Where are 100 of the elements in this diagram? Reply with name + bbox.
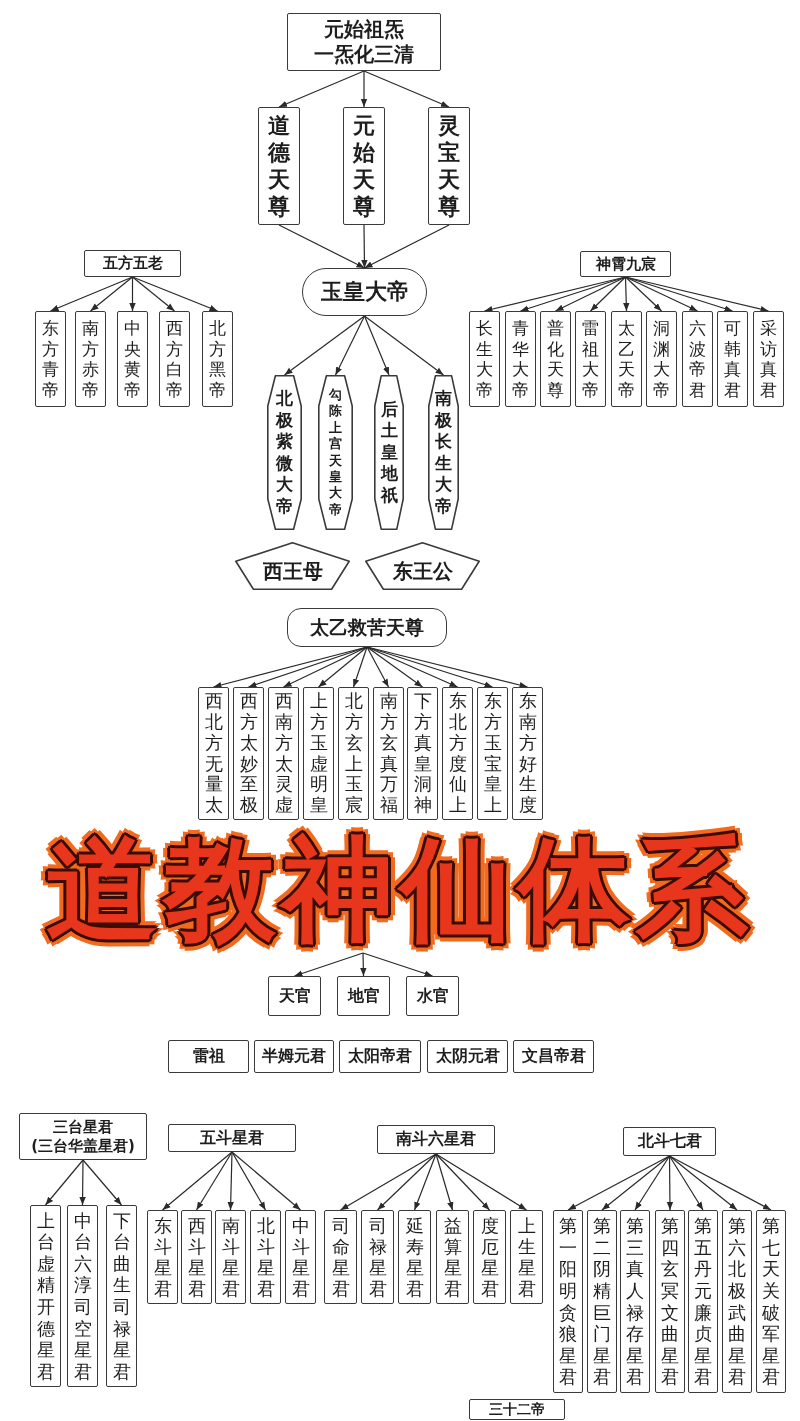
arrow: [49, 276, 134, 312]
vertical-label-box: 第五丹元廉贞星君: [688, 1210, 718, 1393]
arrow: [334, 315, 366, 376]
vertical-label-box: 西方太妙至极: [233, 687, 264, 820]
arrow: [360, 70, 368, 108]
heading-box: [287, 13, 441, 71]
arrow: [376, 1153, 437, 1211]
arrow: [79, 1159, 86, 1206]
label-box: 太阳帝君: [339, 1040, 421, 1073]
vertical-label-box: 北斗星君: [250, 1210, 281, 1304]
vertical-label-box: 中台六淳司空星君: [67, 1205, 98, 1387]
label-box: 水官: [406, 976, 459, 1016]
vertical-label-box: 北方黑帝: [202, 311, 233, 407]
vertical-label-box: 司命星君: [324, 1210, 357, 1304]
label-box: 太阴元君: [427, 1040, 508, 1073]
subheading-text: (三台华盖星君): [31, 1136, 135, 1156]
arrow: [161, 1151, 233, 1211]
arrow: [44, 1159, 84, 1206]
vertical-label-box: 六波帝君: [682, 311, 713, 407]
vertical-label-box: 西斗星君: [181, 1210, 212, 1304]
vertical-label-box: 第二阴精巨门星君: [587, 1210, 617, 1393]
arrow: [227, 1151, 234, 1211]
arrow: [363, 315, 445, 376]
vertical-label-box: 上方玉虚明皇: [303, 687, 334, 820]
vertical-label-box: 第六北极武曲星君: [722, 1210, 752, 1393]
arrow: [623, 276, 630, 312]
arrow: [366, 646, 390, 688]
group-heading-box: 五斗星君: [168, 1124, 296, 1152]
label-box: 三十二帝: [469, 1399, 565, 1420]
group-heading-box: 北斗七君: [623, 1127, 716, 1156]
arrow: [89, 276, 134, 312]
vertical-label-box: 西方白帝: [159, 311, 190, 407]
vertical-label-box: 第七天关破军星君: [756, 1210, 786, 1393]
vertical-label-box: 第一阳明贪狼星君: [553, 1210, 583, 1393]
heading-text: 元始祖炁: [324, 17, 404, 42]
arrow: [360, 952, 367, 977]
arrow: [362, 952, 434, 977]
vertical-label-box: 长生大帝: [469, 311, 500, 407]
vertical-label-box: 东北方度仙上: [442, 687, 473, 820]
arrow: [624, 276, 699, 312]
arrow: [435, 1153, 491, 1211]
vertical-label-box: 南方玄真万福: [373, 687, 404, 820]
arrow: [361, 224, 368, 269]
vertical-label-box: 上台虚精开德星君: [30, 1205, 61, 1387]
arrow: [129, 276, 136, 312]
arrow: [131, 276, 176, 312]
arrow: [231, 1151, 302, 1211]
vertical-label-box: 洞渊大帝: [646, 311, 677, 407]
label-box: 文昌帝君: [513, 1040, 594, 1073]
vertical-label-box: 度厄星君: [473, 1210, 506, 1304]
arrow: [601, 1155, 671, 1211]
arrow: [363, 70, 450, 108]
heading-text: 三台星君: [53, 1117, 113, 1137]
vertical-label-box: 道德天尊: [258, 107, 300, 225]
arrow: [293, 952, 364, 977]
heading-box: [19, 1113, 147, 1160]
arrow: [668, 1155, 772, 1211]
rounded-box: 玉皇大帝: [302, 268, 427, 316]
vertical-label-box: 太乙天帝: [611, 311, 642, 407]
arrow: [317, 646, 368, 688]
vertical-label-box: 北方玄上玉宸: [338, 687, 369, 820]
arrow: [278, 70, 365, 108]
group-heading-box: 南斗六星君: [377, 1125, 495, 1154]
vertical-label-box: 西南方太灵虚: [268, 687, 299, 820]
group-heading-box: 五方五老: [84, 250, 181, 277]
vertical-label-box: 延寿星君: [398, 1210, 431, 1304]
vertical-label-box: 灵宝天尊: [428, 107, 470, 225]
arrow: [352, 646, 368, 688]
arrow: [131, 276, 219, 312]
vertical-label-box: 南方赤帝: [75, 311, 106, 407]
vertical-label-box: 司禄星君: [361, 1210, 394, 1304]
arrow: [366, 646, 424, 688]
arrow: [366, 646, 529, 689]
arrow: [195, 1151, 233, 1211]
rounded-box: 太乙救苦天尊: [287, 608, 447, 647]
arrow: [363, 224, 450, 269]
arrow: [363, 315, 390, 376]
label-box: 天官: [268, 976, 321, 1016]
arrow: [413, 1153, 437, 1211]
vertical-label-box: 采访真君: [753, 311, 784, 407]
vertical-label-box: 中央黄帝: [117, 311, 148, 407]
vertical-label-box: 中斗星君: [285, 1210, 316, 1304]
vertical-label-box: 益算星君: [436, 1210, 469, 1304]
vertical-label-box: 第三真人禄存星君: [620, 1210, 650, 1393]
vertical-label-box: 西北方无量太: [198, 687, 229, 820]
arrow: [82, 1159, 123, 1206]
arrow: [339, 1153, 437, 1211]
vertical-label-box: 下台曲生司禄星君: [106, 1205, 137, 1387]
group-heading-box: 神霄九宸: [580, 251, 671, 277]
vertical-label-box: 第四玄冥文曲星君: [655, 1210, 685, 1393]
arrow: [567, 1155, 671, 1211]
vertical-label-box: 南斗星君: [215, 1210, 246, 1304]
arrow: [435, 1153, 454, 1211]
arrow: [554, 276, 627, 312]
arrow: [366, 646, 459, 688]
label-box: 地官: [337, 976, 390, 1016]
vertical-label-box: 东方玉宝皇上: [477, 687, 508, 820]
vertical-label-box: 普化天尊: [540, 311, 571, 407]
vertical-label-box: 东斗星君: [147, 1210, 178, 1304]
label-box: 雷祖: [168, 1040, 249, 1073]
